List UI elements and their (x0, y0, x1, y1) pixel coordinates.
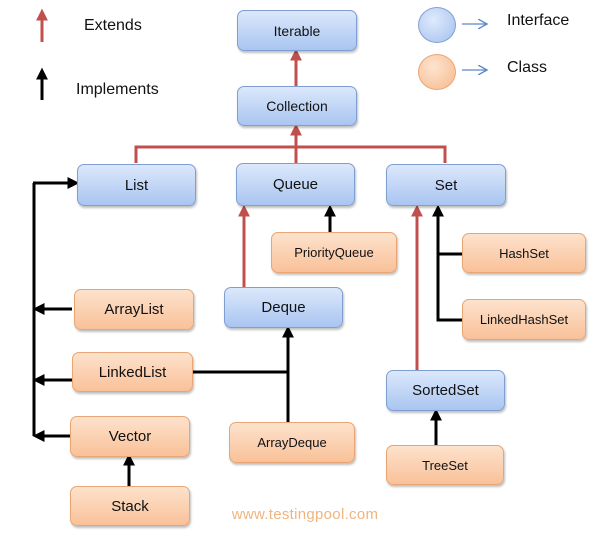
node-vector: Vector (70, 416, 190, 457)
node-priorityqueue: PriorityQueue (271, 232, 397, 273)
legend-class-swatch (418, 54, 456, 90)
connector-deque-implementations (193, 350, 290, 422)
node-sortedset: SortedSet (386, 370, 505, 411)
node-arraydeque: ArrayDeque (229, 422, 355, 463)
legend-class-label: Class (507, 59, 548, 76)
node-deque: Deque (224, 287, 343, 328)
node-linkedhashset: LinkedHashSet (462, 299, 586, 340)
node-collection: Collection (237, 86, 357, 126)
node-stack: Stack (70, 486, 190, 526)
legend-interface-swatch (418, 7, 456, 43)
connector-children-of-collection (134, 145, 447, 163)
node-list: List (77, 164, 196, 206)
node-iterable: Iterable (237, 10, 357, 51)
watermark-text: www.testingpool.com (231, 506, 379, 523)
node-treeset: TreeSet (386, 445, 504, 485)
connector-hashset-branch (436, 230, 462, 322)
legend-extends-label: Extends (84, 17, 142, 34)
node-set: Set (386, 164, 506, 206)
node-queue: Queue (236, 163, 355, 206)
legend-interface-label: Interface (507, 12, 570, 29)
node-arraylist: ArrayList (74, 289, 194, 330)
node-hashset: HashSet (462, 233, 586, 273)
legend-implements-label: Implements (76, 81, 159, 98)
node-linkedlist: LinkedList (72, 352, 193, 392)
